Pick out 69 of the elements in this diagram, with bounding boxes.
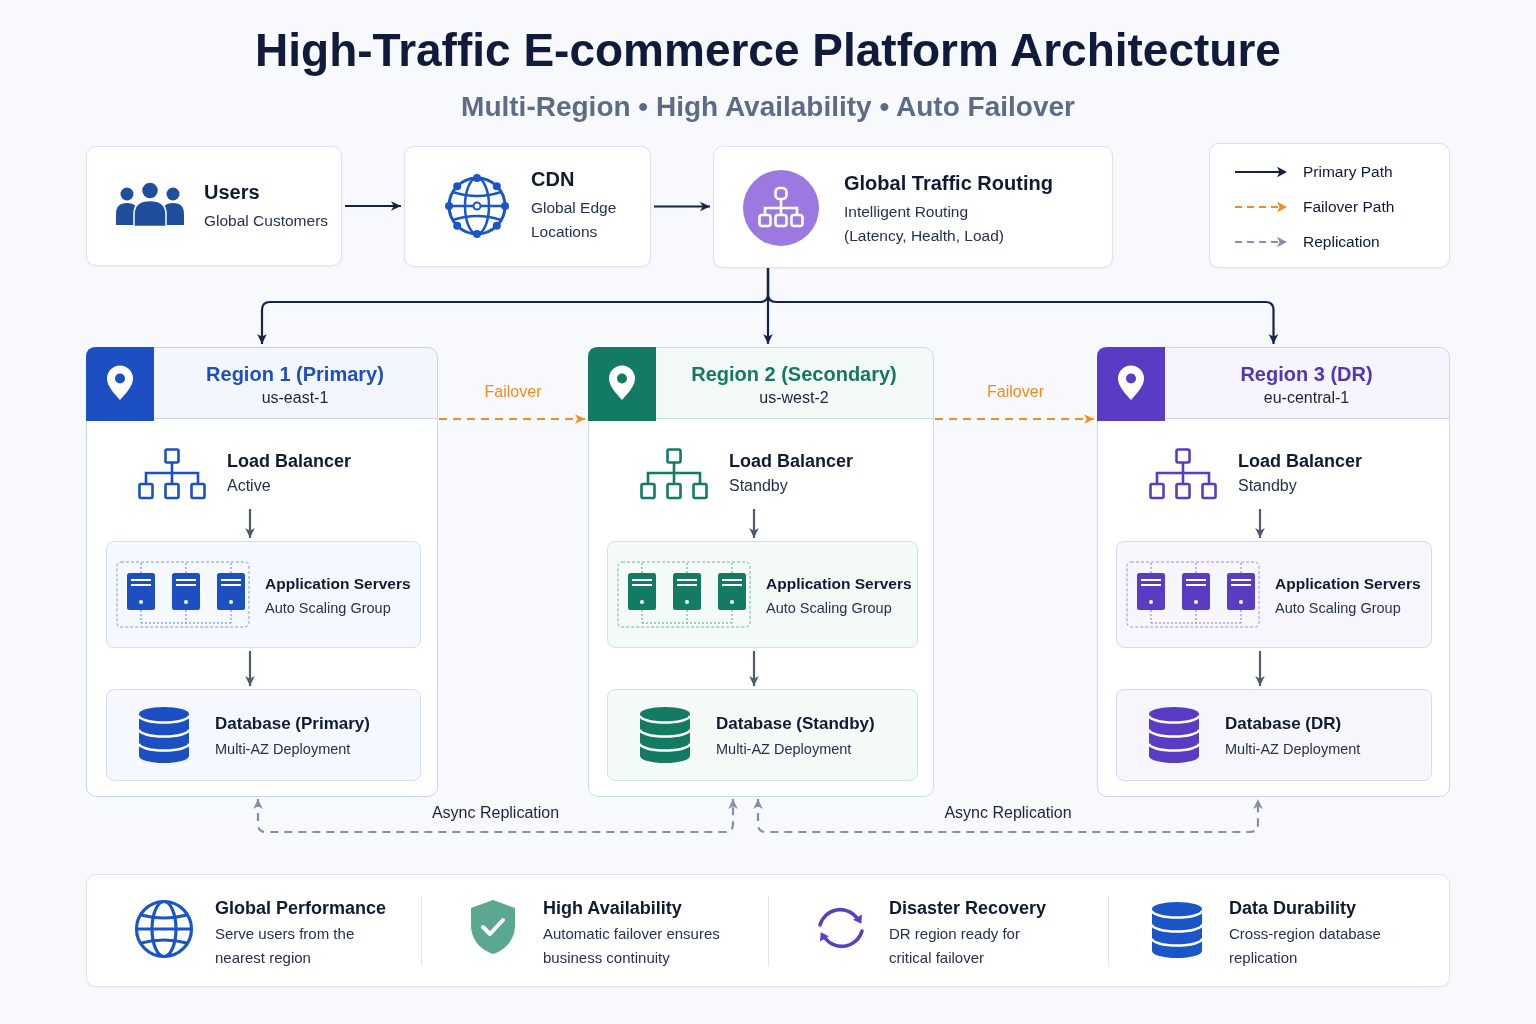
arrow [749,509,759,538]
region-panel [86,347,438,797]
region-title: Region 3 (DR) [1240,362,1373,387]
subtitle: Multi-Region • High Availability • Auto Failover [461,90,1075,124]
region-title: Region 1 (Primary) [206,362,384,387]
component-description: Multi-AZ Deployment [1225,740,1361,759]
feature-title: Disaster Recovery [889,897,1047,919]
component-status: Standby [729,476,788,496]
server-panel [1116,541,1432,648]
feature-title: Data Durability [1229,897,1357,919]
node-description: Global Edge Locations [531,198,618,242]
component-status: Standby [1238,476,1297,496]
component-title: Load Balancer [227,450,352,472]
feature-title: Global Performance [215,897,387,919]
legend-text: Replication [1303,232,1380,252]
feature-panel [86,874,1450,987]
database-panel [106,689,421,781]
region-panel [588,347,934,797]
arrow [345,201,401,211]
feature-description: Cross-region database replication [1229,924,1382,968]
database-panel [607,689,918,781]
legend-text: Primary Path [1303,162,1393,182]
region-title: Region 2 (Secondary) [691,362,897,387]
arrow [245,651,255,686]
arrow [654,201,710,212]
region-code: us-west-2 [759,388,829,408]
arrow [245,509,255,538]
component-description: Auto Scaling Group [766,599,892,618]
region-code: us-east-1 [261,388,329,408]
component-description: Multi-AZ Deployment [215,740,351,759]
component-title: Database (Standby) [716,713,875,735]
arrow [766,268,1279,344]
arrow [1255,651,1265,686]
feature-description: Serve users from the nearest region [215,924,356,968]
component-description: Multi-AZ Deployment [716,740,852,759]
node-title: Users [204,180,260,204]
region-panel [1097,347,1450,797]
node-description: Global Customers [204,211,329,231]
feature-description: DR region ready for critical failover [889,924,1021,968]
component-title: Database (Primary) [215,713,370,735]
component-description: Auto Scaling Group [265,599,391,618]
component-description: Auto Scaling Group [1275,599,1401,618]
node-title: Global Traffic Routing [844,171,1053,195]
component-status: Active [227,476,271,496]
component-title: Application Servers [766,574,912,594]
dashed-double-arrow [753,799,1263,834]
arrow [749,651,759,686]
region-code: eu-central-1 [1263,388,1350,408]
feature-title: High Availability [543,897,682,919]
page-title: High-Traffic E-commerce Platform Architecture [255,23,1281,77]
legend-text: Failover Path [1303,197,1395,217]
node-description: Intelligent Routing (Latency, Health, Load) [844,202,1005,246]
routing-card [713,146,1113,268]
server-panel [106,541,421,648]
component-title: Application Servers [1275,574,1421,594]
component-title: Application Servers [265,574,411,594]
node-title: CDN [531,167,575,191]
feature-description: Automatic failover ensures business continuity [543,924,721,968]
cdn-card [404,146,651,267]
server-panel [607,541,918,648]
arrow [1255,509,1265,538]
dashed-arrow [935,414,1094,424]
component-title: Load Balancer [1238,450,1363,472]
component-title: Database (DR) [1225,713,1342,735]
component-title: Load Balancer [729,450,854,472]
dashed-arrow [439,414,585,424]
dashed-double-arrow [253,799,738,834]
users-card [86,146,342,266]
database-panel [1116,689,1432,781]
